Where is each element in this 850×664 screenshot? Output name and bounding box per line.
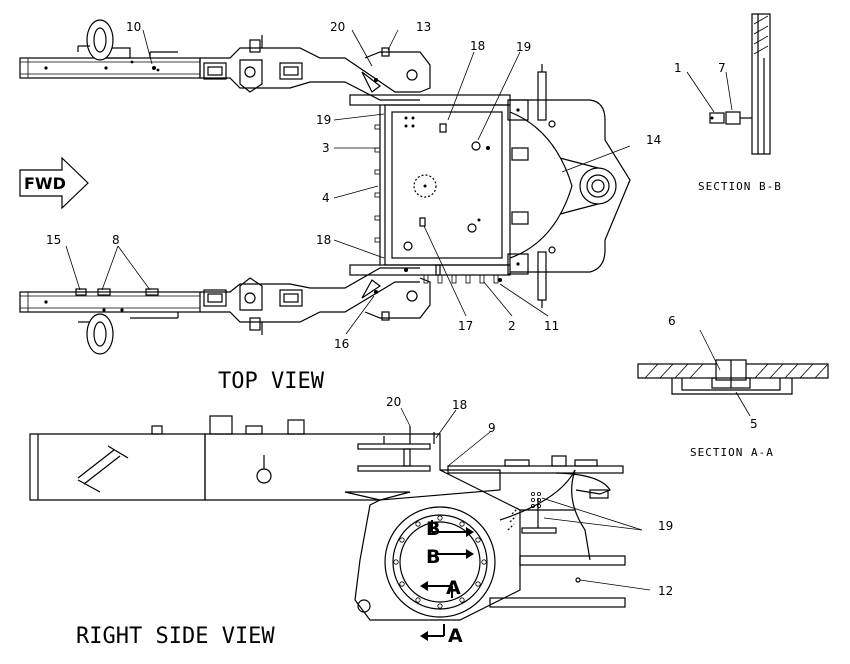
callout-18-top-lower: 18: [316, 233, 331, 247]
leader-lines: [65, 29, 751, 591]
callout-10: 10: [126, 20, 141, 34]
callout-4: 4: [322, 191, 330, 205]
callout-14: 14: [646, 133, 661, 147]
callout-7: 7: [718, 61, 726, 75]
callout-20-top: 20: [330, 20, 345, 34]
bearing-bolt-circle: [393, 515, 487, 609]
callout-16: 16: [334, 337, 349, 351]
right-side-view-drawing: [29, 415, 626, 641]
section-b-b-title: SECTION B-B: [698, 180, 782, 193]
callout-19-top-upper: 19: [516, 40, 531, 54]
callout-12: 12: [658, 584, 673, 598]
callout-11: 11: [544, 319, 559, 333]
top-view-drawing: [19, 19, 631, 355]
section-a-a-drawing: [637, 359, 829, 395]
callout-1: 1: [674, 61, 682, 75]
section-marker-b-upper: B: [426, 518, 440, 540]
callout-2: 2: [508, 319, 516, 333]
callout-3: 3: [322, 141, 330, 155]
section-marker-a-upper: A: [446, 577, 461, 599]
callout-5: 5: [750, 417, 758, 431]
callout-9: 9: [488, 421, 496, 435]
section-marker-b-lower: B: [426, 546, 440, 568]
top-view-stud-row: [423, 274, 499, 284]
callout-13: 13: [416, 20, 431, 34]
section-b-b-drawing: [709, 13, 771, 155]
callout-6: 6: [668, 314, 676, 328]
callout-numbers: 10 20 13 18 19 19 3 14 4 18 15 8 16 17 2…: [46, 20, 758, 598]
fwd-label: FWD: [24, 174, 66, 193]
callout-15: 15: [46, 233, 61, 247]
top-view-bolt-row: [374, 124, 381, 243]
callout-19-side: 19: [658, 519, 673, 533]
fwd-arrow: FWD: [19, 156, 89, 210]
section-a-a-hatching: [644, 363, 829, 379]
side-view-stud-cluster: [531, 491, 542, 508]
callout-17: 17: [458, 319, 473, 333]
section-marker-a-lower: A: [448, 625, 463, 647]
section-a-a-title: SECTION A-A: [690, 446, 774, 459]
callout-20-side: 20: [386, 395, 401, 409]
right-side-view-title: RIGHT SIDE VIEW: [76, 624, 275, 649]
callout-19-top-left: 19: [316, 113, 331, 127]
callout-18-top-upper: 18: [470, 39, 485, 53]
callout-18-side: 18: [452, 398, 467, 412]
callout-8: 8: [112, 233, 120, 247]
top-view-title: TOP VIEW: [218, 369, 325, 394]
